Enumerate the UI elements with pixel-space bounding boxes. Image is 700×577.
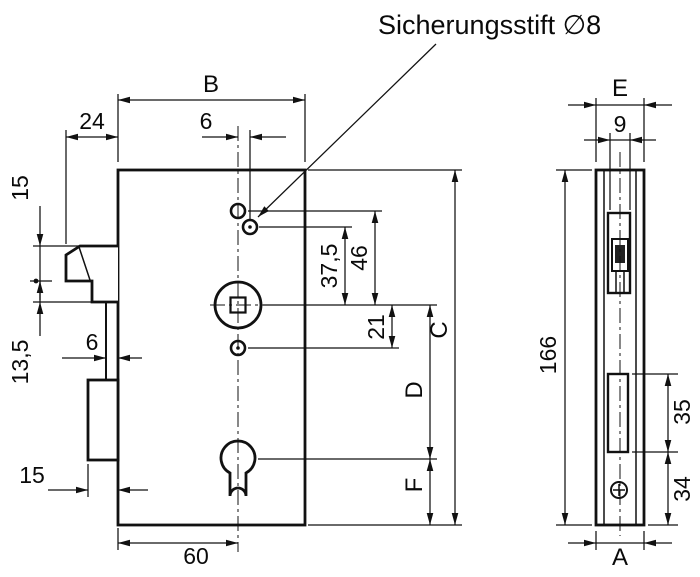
dim-label-6-faceplate: 6 — [86, 329, 99, 355]
dim-label-46: 46 — [346, 245, 372, 271]
dim-label-37-5: 37,5 — [316, 244, 342, 289]
side-latch-slot — [606, 211, 632, 295]
side-latch-block — [615, 245, 625, 263]
dim-label-C: C — [426, 321, 453, 338]
dim-label-35: 35 — [669, 399, 695, 425]
securing-pin-center-dot — [248, 225, 252, 229]
screw-head — [610, 481, 628, 499]
side-labels: E 9 166 35 34 A — [535, 75, 695, 571]
latch-bolt — [64, 244, 118, 304]
annotation-sicherungsstift: Sicherungsstift ∅8 — [378, 10, 601, 40]
dim-label-15-bolt: 15 — [19, 462, 45, 488]
dim-label-9: 9 — [614, 111, 627, 137]
dim-label-A: A — [612, 544, 628, 571]
side-dimensions — [556, 98, 678, 550]
leader-line — [257, 43, 437, 218]
front-labels: B 24 6 15 13,5 6 15 60 37,5 46 21 C D F — [7, 71, 453, 569]
dead-bolt — [86, 378, 120, 462]
dim-label-D: D — [401, 381, 428, 398]
centerlines — [210, 126, 621, 552]
dim-label-B: B — [203, 71, 219, 98]
dim-label-F: F — [401, 478, 428, 493]
annotation: Sicherungsstift ∅8 — [257, 10, 601, 218]
dim-label-24: 24 — [79, 108, 105, 134]
dim-label-21: 21 — [363, 314, 389, 340]
dim-label-15-top: 15 — [7, 175, 33, 201]
dim-label-6-pins: 6 — [200, 108, 213, 134]
front-dimensions — [30, 94, 462, 550]
latch-bevel-line — [78, 246, 91, 281]
dim-label-34: 34 — [669, 476, 695, 502]
dim-label-166: 166 — [535, 336, 561, 374]
side-bolt-slot — [606, 372, 630, 454]
dim-label-60: 60 — [183, 543, 209, 569]
dim-label-E: E — [612, 75, 628, 102]
dim-label-13-5: 13,5 — [7, 340, 33, 385]
